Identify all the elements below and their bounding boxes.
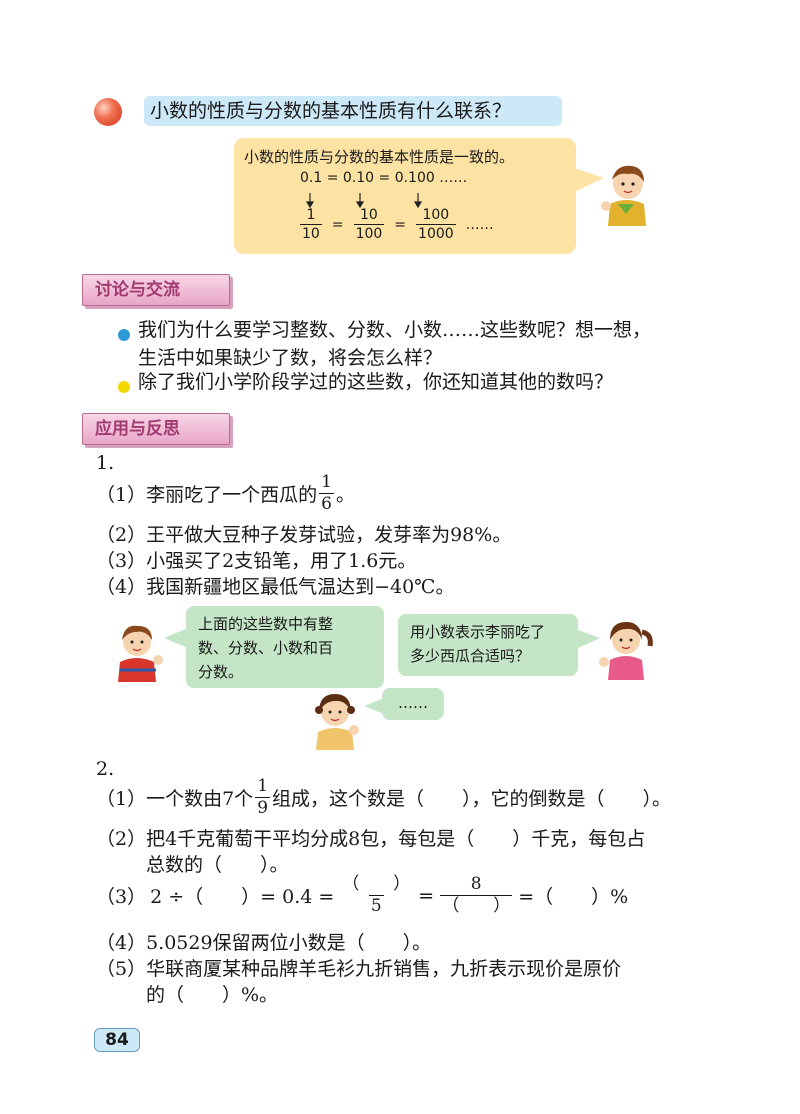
section-banner-apply: 应用与反思 <box>82 413 230 445</box>
section-banner-discuss: 讨论与交流 <box>82 274 230 306</box>
girl-illustration <box>599 622 653 680</box>
q1-item-2: （2）王平做大豆种子发芽试验，发芽率为98%。 <box>96 524 512 546</box>
explanation-statement: 小数的性质与分数的基本性质是一致的。 <box>244 148 515 166</box>
boy-2-illustration <box>118 625 163 682</box>
bullet-blue-icon <box>118 326 130 345</box>
q2-item-5-line-1: （5）华联商厦某种品牌羊毛衫九折销售，九折表示现价是原价 <box>96 958 622 980</box>
bubble-right-tail <box>578 630 600 648</box>
question-1-number: 1. <box>96 452 115 474</box>
girl-2-illustration <box>315 694 359 750</box>
speech-bubble-dots: …… <box>382 688 444 720</box>
question-ball-icon <box>94 98 122 126</box>
speech-bubble-right: 用小数表示李丽吃了 多少西瓜合适吗？ <box>398 614 578 676</box>
speech-bubble-left: 上面的这些数中有整 数、分数、小数和百 分数。 <box>186 606 384 688</box>
bullet-yellow-icon <box>118 378 130 397</box>
down-arrows-icon <box>305 193 423 208</box>
discuss-bullet-1-line-1: 我们为什么要学习整数、分数、小数……这些数呢？想一想， <box>138 319 652 341</box>
q2-item-5-line-2: 的（ ）%。 <box>146 984 279 1006</box>
boy-illustration <box>601 165 646 226</box>
decimal-chain: 0.1 = 0.10 = 0.100 …… <box>300 170 468 186</box>
discuss-bullet-1-line-2: 生活中如果缺少了数，将会怎么样？ <box>138 347 443 369</box>
explanation-bubble-tail <box>574 168 604 192</box>
question-heading: 小数的性质与分数的基本性质有什么联系？ <box>144 96 562 126</box>
q2-item-4: （4）5.0529保留两位小数是（ ）。 <box>96 932 432 954</box>
q1-item-4: （4）我国新疆地区最低气温达到−40℃。 <box>96 576 455 598</box>
explanation-box <box>234 138 576 254</box>
q1-item-3: （3）小强买了2支铅笔，用了1.6元。 <box>96 550 417 572</box>
fraction-blank-5: （ ）5 <box>342 874 411 916</box>
bubble-left-tail <box>164 628 188 648</box>
discuss-bullet-2: 除了我们小学阶段学过的这些数，你还知道其他的数吗？ <box>138 371 614 393</box>
bubble-dots-tail <box>364 698 384 714</box>
q2-item-2-line-2: 总数的（ ）。 <box>146 854 289 876</box>
q2-item-3: （3） 2 ÷（ ）= 0.4 = （ ）5 = 8（ ） =（ ）% <box>96 874 629 916</box>
question-2-number: 2. <box>96 758 115 780</box>
page-number: 84 <box>94 1028 140 1052</box>
fraction-8-blank: 8（ ） <box>440 874 513 916</box>
q2-item-2-line-1: （2）把4千克葡萄干平均分成8包，每包是（ ）千克，每包占 <box>96 828 646 850</box>
